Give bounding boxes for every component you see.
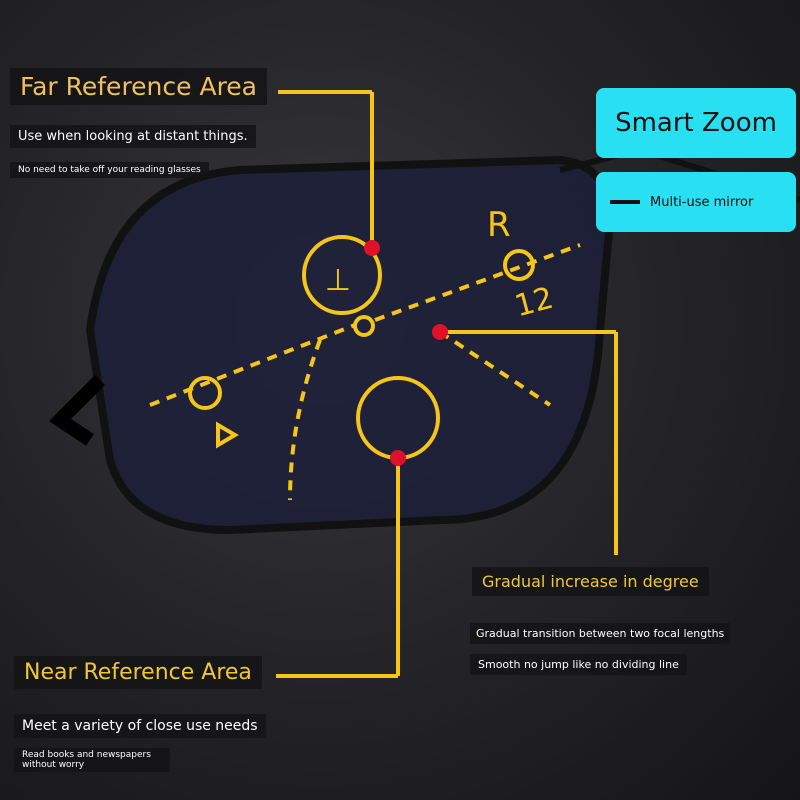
near-line2-box: Read books and newspapers without worry	[14, 748, 170, 772]
smart-zoom-title: Smart Zoom	[615, 108, 777, 138]
svg-text:⊥: ⊥	[325, 263, 351, 298]
far-title-box: Far Reference Area	[10, 68, 267, 105]
near-line1: Meet a variety of close use needs	[22, 718, 258, 734]
far-line1-box: Use when looking at distant things.	[10, 125, 256, 148]
lens-letter: R	[487, 205, 511, 245]
near-line1-box: Meet a variety of close use needs	[14, 714, 266, 738]
gradual-line2-box: Smooth no jump like no dividing line	[470, 654, 687, 675]
near-title-box: Near Reference Area	[14, 656, 262, 689]
dash-icon	[610, 200, 640, 204]
lens	[85, 155, 615, 535]
temple-arm	[49, 375, 105, 446]
far-line2-box: No need to take off your reading glasses	[10, 162, 209, 178]
near-title: Near Reference Area	[24, 660, 252, 685]
gradual-title-box: Gradual increase in degree	[472, 567, 709, 596]
smart-zoom-badge: Smart Zoom	[596, 88, 796, 158]
gradual-line1-box: Gradual transition between two focal len…	[470, 623, 731, 644]
gradual-point-dot	[432, 324, 448, 340]
far-line1: Use when looking at distant things.	[18, 129, 248, 144]
multi-use-label: Multi-use mirror	[650, 194, 754, 210]
multi-use-badge: Multi-use mirror	[596, 172, 796, 232]
gradual-title: Gradual increase in degree	[482, 572, 699, 591]
far-title: Far Reference Area	[20, 72, 257, 101]
gradual-line2: Smooth no jump like no dividing line	[478, 658, 679, 671]
near-point-dot	[390, 450, 406, 466]
far-line2: No need to take off your reading glasses	[18, 165, 201, 175]
near-line2: Read books and newspapers without worry	[22, 750, 151, 770]
far-point-dot	[364, 240, 380, 256]
gradual-line1: Gradual transition between two focal len…	[476, 627, 725, 640]
